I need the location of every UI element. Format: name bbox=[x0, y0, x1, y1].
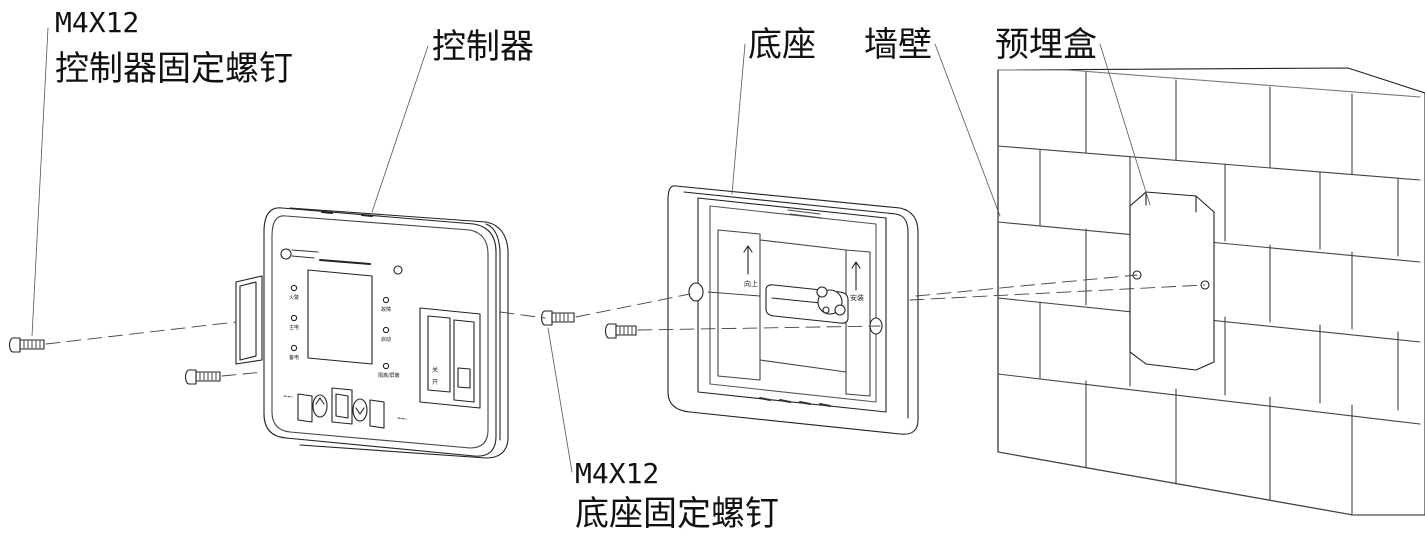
indicator-fire-alarm: 火警 bbox=[289, 294, 299, 301]
switch-label-off: 关 bbox=[432, 366, 438, 374]
indicator-main-power: 主电 bbox=[289, 324, 299, 331]
junction-box-label: 预埋盒 bbox=[995, 25, 1097, 65]
base-screw-upper bbox=[540, 310, 575, 326]
indicator-fault: 故障 bbox=[381, 306, 391, 313]
base: 向上 安装 bbox=[667, 185, 919, 435]
controller-label: 控制器 bbox=[432, 27, 534, 67]
assembly-axis-lines bbox=[45, 274, 1206, 377]
indicator-backup-power: 备电 bbox=[289, 354, 299, 361]
base-screw-guide-lines bbox=[707, 291, 761, 297]
controller-screw-upper bbox=[8, 337, 45, 353]
base-screw-lower bbox=[604, 323, 637, 339]
base-screw-name-label: 底座固定螺钉 bbox=[575, 494, 779, 534]
indicator-isolate: 隔离/屏蔽 bbox=[378, 372, 400, 379]
controller: 火警 主电 备电 故障 启动 隔离/屏蔽 关 开 bbox=[235, 207, 509, 459]
controller-screw-spec-label: M4X12 bbox=[55, 6, 140, 39]
leader-lines bbox=[31, 27, 1151, 473]
base-screw-spec-label: M4X12 bbox=[575, 457, 660, 490]
base-label: 底座 bbox=[748, 25, 816, 65]
base-mark-up: 向上 bbox=[744, 279, 758, 288]
controller-screw-name-label: 控制器固定螺钉 bbox=[55, 49, 293, 89]
wall-label: 墙壁 bbox=[864, 25, 932, 65]
controller-screw-lower bbox=[184, 369, 221, 385]
switch-label-on: 开 bbox=[432, 379, 438, 386]
base-mark-install: 安装 bbox=[850, 293, 864, 302]
indicator-start: 启动 bbox=[381, 336, 391, 343]
junction-box bbox=[1129, 191, 1215, 371]
